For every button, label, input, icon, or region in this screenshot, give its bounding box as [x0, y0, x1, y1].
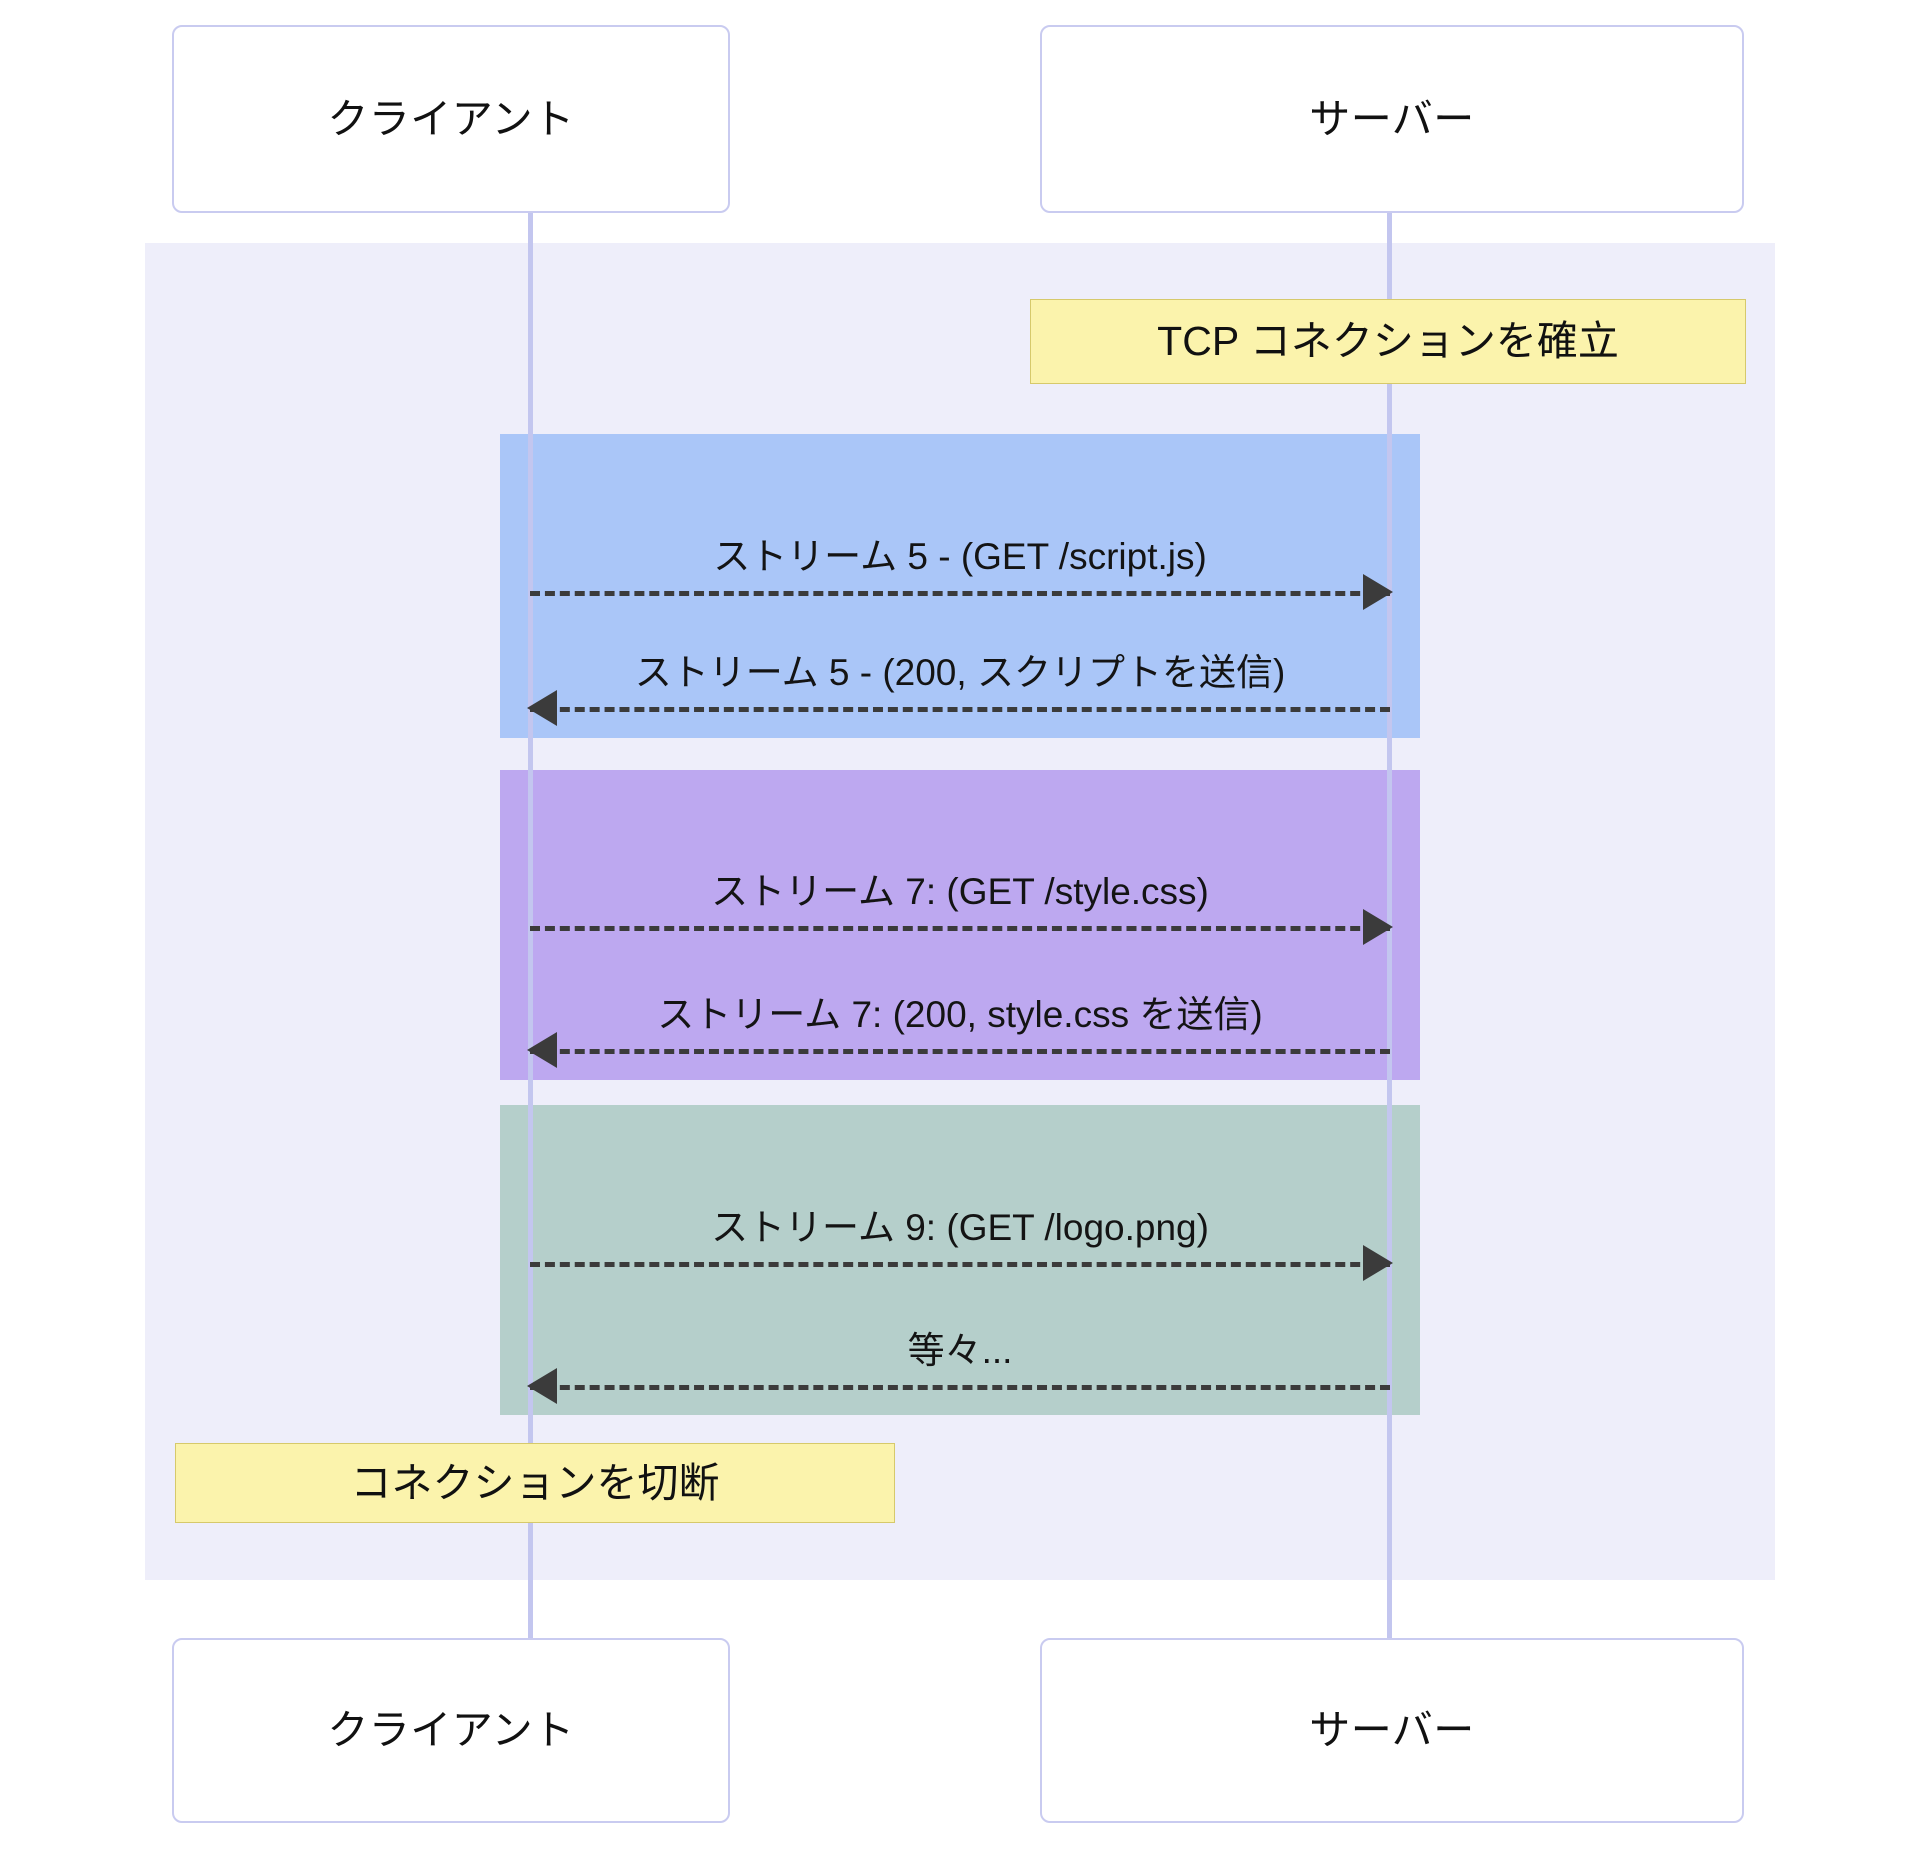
- participant-label-client-bottom: クライアント: [327, 1707, 575, 1753]
- arrow-left-icon: [527, 1368, 557, 1404]
- arrow-right-icon: [1363, 909, 1393, 945]
- block-stream-9: [500, 1105, 1420, 1415]
- msg-stream5-response-label: ストリーム 5 - (200, スクリプトを送信): [634, 652, 1286, 693]
- participant-label-client-top: クライアント: [327, 95, 575, 142]
- msg-stream5-response-line: [530, 707, 1390, 712]
- block-stream-7: [500, 770, 1420, 1080]
- participant-label-server-bottom: サーバー: [1309, 1707, 1475, 1753]
- arrow-right-icon: [1363, 574, 1393, 610]
- participant-label-server-top: サーバー: [1309, 95, 1475, 142]
- msg-stream9-response-label: 等々...: [907, 1330, 1013, 1371]
- arrow-left-icon: [527, 690, 557, 726]
- note-tcp-connect-text: TCP コネクションを確立: [1157, 318, 1619, 364]
- participant-box-client-top[interactable]: クライアント: [172, 25, 730, 213]
- msg-stream9-request-line: [530, 1262, 1390, 1267]
- msg-stream7-request-line: [530, 926, 1390, 931]
- lifeline-client: [528, 213, 533, 1638]
- arrow-left-icon: [527, 1032, 557, 1068]
- note-tcp-connect[interactable]: TCP コネクションを確立: [1030, 299, 1746, 384]
- msg-stream9-response-line: [530, 1385, 1390, 1390]
- participant-box-client-bottom[interactable]: クライアント: [172, 1638, 730, 1823]
- msg-stream9-request-label: ストリーム 9: (GET /logo.png): [711, 1207, 1209, 1248]
- note-disconnect-text: コネクションを切断: [350, 1459, 720, 1506]
- msg-stream5-request-line: [530, 591, 1390, 596]
- note-disconnect[interactable]: コネクションを切断: [175, 1443, 895, 1523]
- msg-stream7-request-label: ストリーム 7: (GET /style.css): [711, 871, 1209, 912]
- msg-stream7-response-line: [530, 1049, 1390, 1054]
- participant-box-server-bottom[interactable]: サーバー: [1040, 1638, 1744, 1823]
- block-stream-5: [500, 434, 1420, 738]
- msg-stream5-request-label: ストリーム 5 - (GET /script.js): [713, 536, 1207, 577]
- participant-box-server-top[interactable]: サーバー: [1040, 25, 1744, 213]
- arrow-right-icon: [1363, 1245, 1393, 1281]
- msg-stream7-response-label: ストリーム 7: (200, style.css を送信): [657, 994, 1263, 1035]
